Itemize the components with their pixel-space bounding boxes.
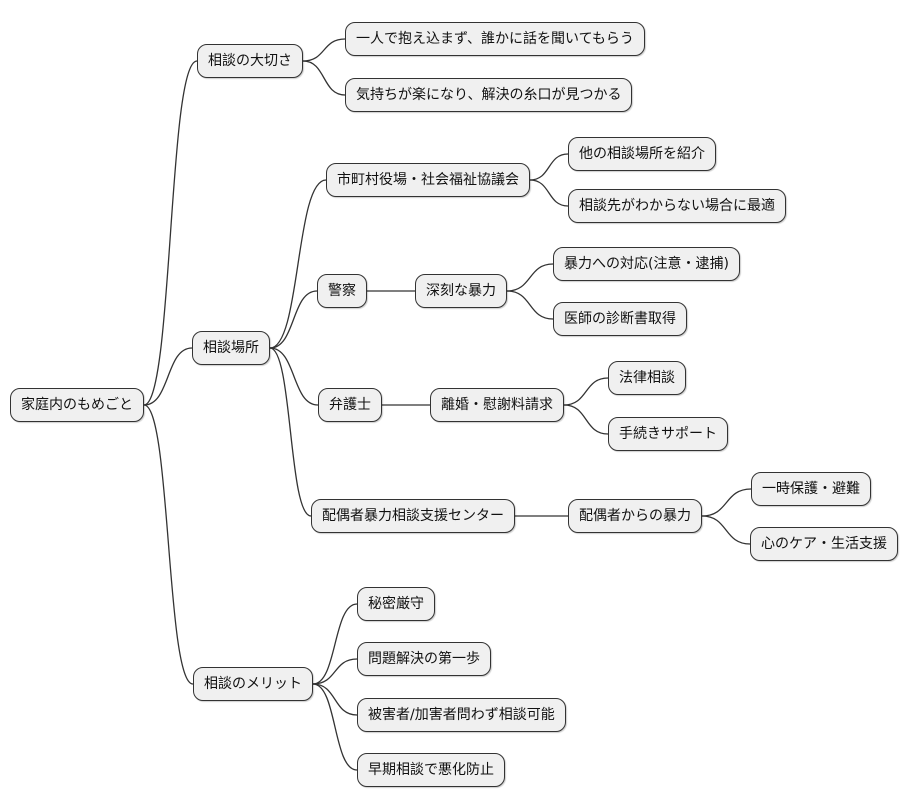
mindmap-node-spousal-center[interactable]: 配偶者暴力相談支援センター	[311, 499, 515, 533]
mindmap-node-confidential[interactable]: 秘密厳守	[357, 587, 435, 621]
mindmap-node-violence-response[interactable]: 暴力への対応(注意・逮捕)	[553, 247, 740, 281]
mindmap-node-importance[interactable]: 相談の大切さ	[197, 44, 303, 78]
mindmap-node-lawyer[interactable]: 弁護士	[318, 388, 382, 422]
mindmap-node-spousal-violence[interactable]: 配偶者からの暴力	[568, 499, 702, 533]
mindmap-edge	[506, 263, 554, 292]
mindmap-node-procedure-support[interactable]: 手続きサポート	[608, 417, 728, 451]
mindmap-node-early-consult[interactable]: 早期相談で悪化防止	[357, 753, 505, 787]
mindmap-edge	[269, 290, 318, 349]
mindmap-edge	[302, 60, 346, 96]
mindmap-edge	[701, 515, 751, 545]
mindmap-edge	[529, 179, 569, 207]
mindmap-edge	[143, 60, 198, 406]
mindmap-node-places[interactable]: 相談場所	[192, 331, 270, 365]
mindmap-edge	[312, 603, 358, 685]
mindmap-edge	[312, 683, 358, 716]
mindmap-edge	[701, 488, 752, 517]
mindmap-edge	[312, 683, 358, 771]
mindmap-edge	[529, 153, 569, 181]
mindmap-node-tip-relief[interactable]: 気持ちが楽になり、解決の糸口が見つかる	[345, 78, 633, 112]
mindmap-edge	[563, 404, 609, 435]
mindmap-edge	[143, 347, 193, 406]
mindmap-node-tip-talk[interactable]: 一人で抱え込まず、誰かに話を聞いてもらう	[345, 22, 645, 56]
mindmap-node-merits[interactable]: 相談のメリット	[193, 667, 313, 701]
mindmap-node-anyone-can-consult[interactable]: 被害者/加害者問わず相談可能	[357, 698, 566, 732]
mindmap-node-legal-consult[interactable]: 法律相談	[608, 361, 686, 395]
mindmap-node-serious-violence[interactable]: 深刻な暴力	[415, 274, 507, 308]
mindmap-edge	[143, 404, 194, 685]
mindmap-edge	[269, 179, 327, 349]
mindmap-edge	[269, 347, 312, 517]
mindmap-node-care-support[interactable]: 心のケア・生活支援	[750, 527, 898, 561]
mindmap-node-shelter[interactable]: 一時保護・避難	[751, 472, 871, 506]
mindmap-edge	[506, 290, 554, 320]
mindmap-node-municipal[interactable]: 市町村役場・社会福祉協議会	[326, 163, 530, 197]
mindmap-node-municipal-referral[interactable]: 他の相談場所を紹介	[568, 137, 716, 171]
mindmap-node-municipal-best[interactable]: 相談先がわからない場合に最適	[568, 189, 786, 223]
mindmap-node-divorce-claim[interactable]: 離婚・慰謝料請求	[430, 388, 564, 422]
mindmap-edge	[269, 347, 319, 406]
mindmap-node-police[interactable]: 警察	[317, 274, 367, 308]
mindmap-node-root[interactable]: 家庭内のもめごと	[10, 388, 144, 422]
mindmap-edge	[563, 377, 609, 406]
mindmap-edge	[302, 38, 346, 62]
mindmap-node-first-step[interactable]: 問題解決の第一歩	[357, 642, 491, 676]
mindmap-edge	[312, 658, 358, 685]
mindmap-node-violence-certificate[interactable]: 医師の診断書取得	[553, 302, 687, 336]
